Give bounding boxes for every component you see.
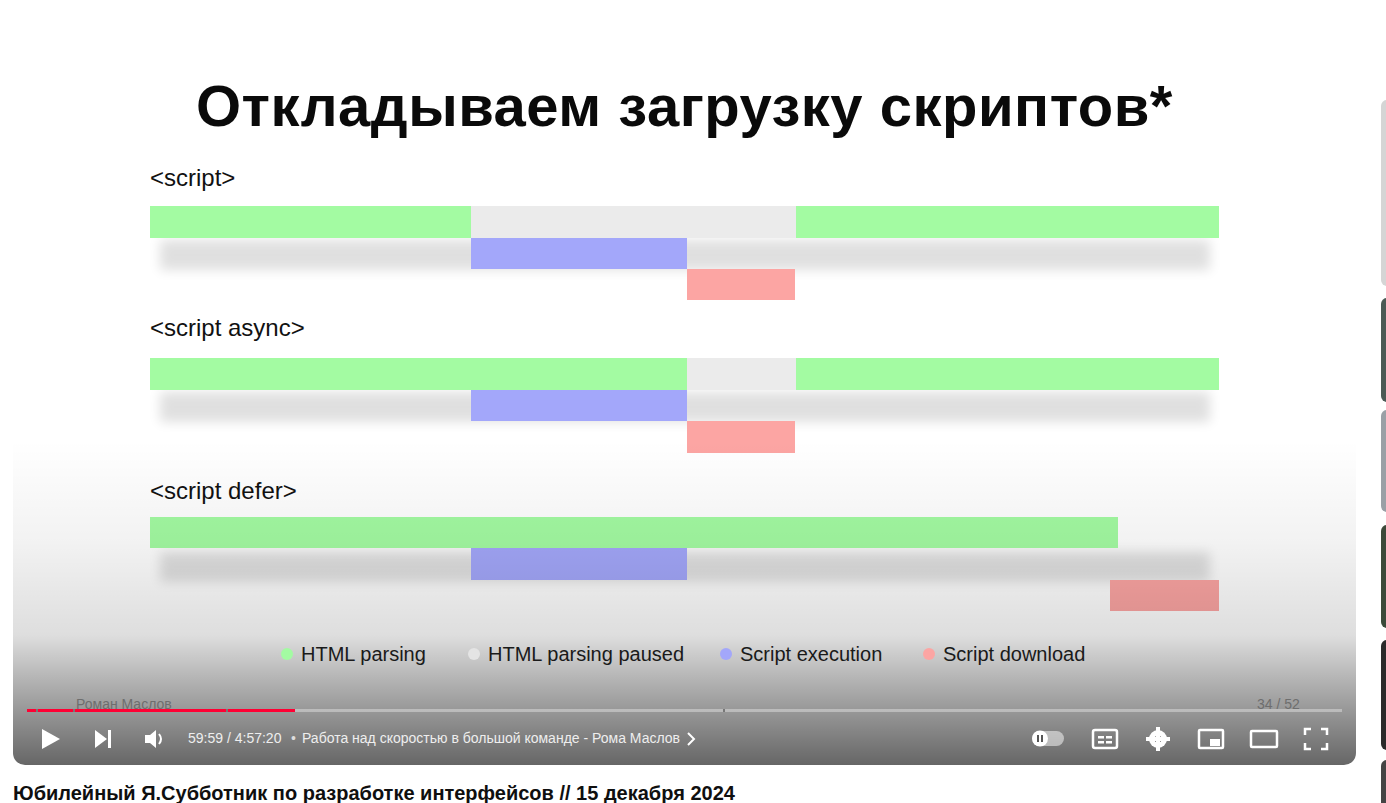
row-label: <script defer> <box>150 477 297 506</box>
slide-title: Откладываем загрузку скриптов* <box>196 72 1173 139</box>
chapter-chevron <box>686 731 696 747</box>
legend-swatch <box>468 648 480 660</box>
legend-text: Script execution <box>740 643 882 666</box>
legend-item: HTML parsing <box>281 642 426 666</box>
legend-text: HTML parsing <box>301 643 426 666</box>
time-code: 59:59 / 4:57:20 <box>188 730 281 747</box>
legend-text: Script download <box>943 643 1085 666</box>
legend-item: HTML parsing paused <box>468 642 684 666</box>
speaker-name: Роман Маслов <box>76 696 172 713</box>
player-controls <box>42 727 1327 751</box>
legend-swatch <box>923 648 935 660</box>
legend-item: Script download <box>923 642 1085 666</box>
chapter-title: Работа над скоростью в большой команде -… <box>302 730 680 747</box>
separator-dot: • <box>291 730 296 747</box>
sidebar-thumbnails <box>1381 100 1386 803</box>
slide-counter: 34 / 52 <box>1257 696 1300 713</box>
player-shade <box>13 440 1356 765</box>
row-label: <script> <box>150 164 235 193</box>
legend-swatch <box>281 648 293 660</box>
video-title: Юбилейный Я.Субботник по разработке инте… <box>13 781 735 803</box>
video-frame <box>13 0 1356 765</box>
row-label: <script async> <box>150 314 305 343</box>
legend-swatch <box>720 648 732 660</box>
legend-item: Script execution <box>720 642 882 666</box>
legend-text: HTML parsing paused <box>488 643 684 666</box>
progress-bar <box>27 709 1342 712</box>
